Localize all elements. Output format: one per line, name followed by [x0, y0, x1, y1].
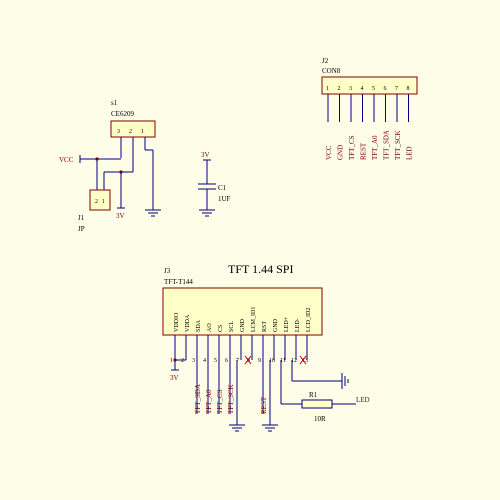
- jp1-part: JP: [78, 225, 85, 233]
- j3-pin-name: SCL: [229, 321, 235, 332]
- jp1-pin-2: 2: [95, 199, 98, 205]
- ground-icon: [229, 424, 245, 432]
- j3-net-label: TFT_CS: [216, 389, 224, 414]
- j3-pin-number: 10: [269, 358, 275, 364]
- j3-pin-name: GND: [240, 318, 246, 332]
- j2-pin-number: 5: [372, 86, 375, 92]
- jp1-ref: J1: [78, 214, 85, 222]
- j3-pin-name: LED-: [295, 318, 301, 332]
- j3-pin-number: 2: [181, 358, 184, 364]
- jp1-body: [89, 189, 111, 211]
- u1-pin-2: 2: [129, 129, 132, 135]
- j2-pin-number: 3: [349, 86, 352, 92]
- j2-part: CON8: [322, 67, 341, 75]
- j2-net-label: GND: [337, 145, 345, 160]
- j3-pin-number: 12: [291, 358, 297, 364]
- r1-net-label: LED: [356, 396, 370, 404]
- j2-net-label: TFT_SCK: [394, 130, 402, 160]
- u1-pin-1: 1: [141, 129, 144, 135]
- j3-pin-name: VDDA: [185, 314, 191, 332]
- u1-part: CE6209: [111, 110, 134, 118]
- j3-pin-name: CS: [218, 325, 224, 332]
- j3-pin-name: LCM_ID1: [251, 307, 257, 332]
- j3-pin-number: 11: [280, 358, 286, 364]
- j3-part: TFT-T144: [164, 278, 193, 286]
- no-connect-mark-pin8: [244, 355, 252, 365]
- j3-pin-name: AO: [207, 323, 213, 332]
- r1-value: 10R: [314, 415, 326, 423]
- j3-net-label: TFT_A0: [205, 389, 213, 414]
- r1-ref: R1: [309, 391, 318, 399]
- ground-icon: [262, 424, 278, 432]
- c1-value: 1UF: [218, 195, 231, 203]
- j3-pin-number: 1: [170, 358, 173, 364]
- j2-net-label: TFT_A0: [371, 135, 379, 160]
- j3-pin-name: VDDIO: [174, 312, 180, 332]
- j3-3v-label: 3V: [170, 374, 179, 382]
- jp1-pin-1: 1: [102, 199, 105, 205]
- ground-icon: [199, 209, 215, 217]
- j3-pin-name: GND: [273, 318, 279, 332]
- diagram-title: TFT 1.44 SPI: [228, 262, 293, 276]
- r1-body: [301, 399, 333, 409]
- junction-j3-3v: [173, 358, 177, 362]
- u1-3v-label: 3V: [116, 212, 125, 220]
- j3-pin-number: 13: [302, 358, 308, 364]
- ground-icon: [145, 209, 161, 217]
- j2-net-label: TFT_CS: [348, 135, 356, 160]
- j3-pin-number: 5: [214, 358, 217, 364]
- j3-pin-name: SDA: [196, 319, 202, 332]
- j3-pin-number: 3: [192, 358, 195, 364]
- u1-pin-3: 3: [117, 129, 120, 135]
- j2-net-label: TFT_SDA: [383, 130, 391, 160]
- c1-ref: C1: [218, 184, 227, 192]
- j2-ref: J2: [322, 57, 329, 65]
- j3-pin-name: RST: [262, 321, 268, 332]
- j3-net-label: REST: [260, 396, 268, 414]
- j2-net-label: VCC: [325, 145, 333, 160]
- u1-ref: s1: [111, 99, 118, 107]
- j3-pin-number: 4: [203, 358, 206, 364]
- j2-pin-number: 7: [395, 86, 398, 92]
- no-connect-mark-pin13: [299, 355, 307, 365]
- ground-icon: [341, 373, 349, 389]
- j2-net-label: REST: [360, 142, 368, 160]
- j2-pin-number: 6: [384, 86, 387, 92]
- j3-pin-name: LCD_ID2: [306, 308, 312, 332]
- j3-pin-number: 9: [258, 358, 261, 364]
- j2-pin-number: 1: [326, 86, 329, 92]
- j3-ref: J3: [164, 267, 171, 275]
- j2-net-label: LED: [406, 146, 414, 160]
- j2-pin-number: 4: [361, 86, 364, 92]
- j3-net-label: TFT_SDA: [194, 384, 202, 414]
- j2-pin-number: 8: [407, 86, 410, 92]
- j3-pin-number: 6: [225, 358, 228, 364]
- j2-pin-number: 2: [338, 86, 341, 92]
- j2-body: [321, 76, 418, 95]
- c1-3v-label: 3V: [201, 151, 210, 159]
- vcc-net-label: VCC: [59, 156, 74, 164]
- j3-net-label: TFT_SCK: [227, 384, 235, 414]
- j3-body: [162, 287, 323, 336]
- j3-pin-name: LED+: [284, 316, 290, 332]
